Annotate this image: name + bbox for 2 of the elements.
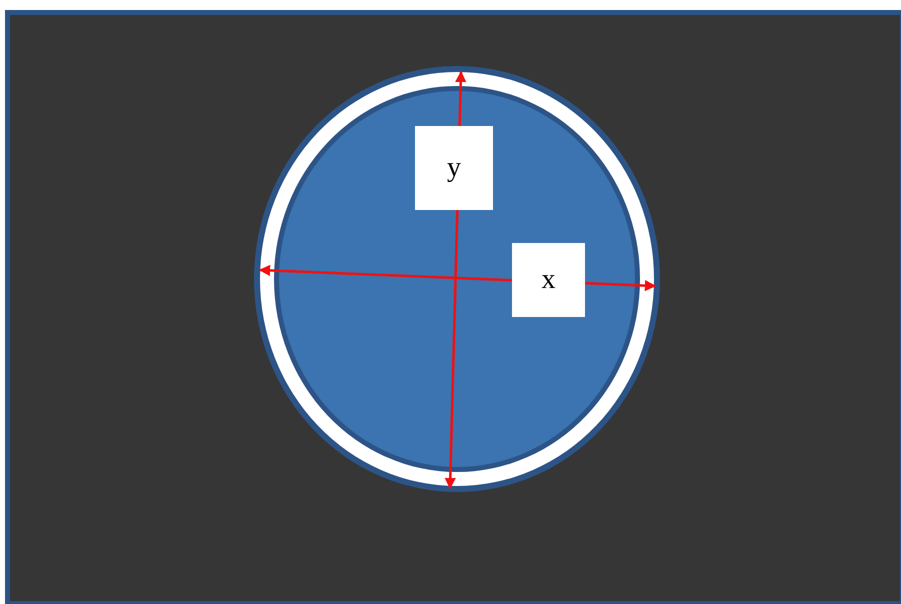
label-box: y xyxy=(415,126,493,210)
label-box: x xyxy=(512,243,585,317)
